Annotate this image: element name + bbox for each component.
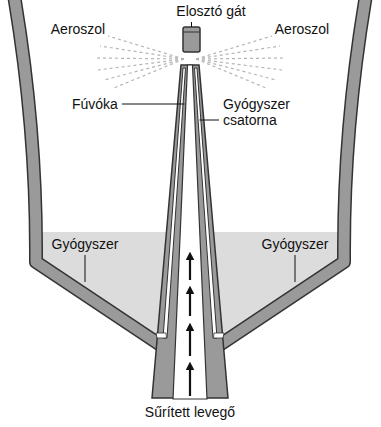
part-label: Gyógyszer <box>262 236 329 252</box>
aerosol-stroke <box>114 59 184 88</box>
part-label: Aeroszol <box>275 21 329 37</box>
distributor-baffle <box>183 27 200 52</box>
aerosol-spray <box>96 36 284 88</box>
aerosol-stroke <box>96 58 184 59</box>
part-label: Aeroszol <box>51 21 105 37</box>
aerosol-stroke <box>104 59 184 80</box>
aerosol-stroke <box>196 59 266 88</box>
part-label: Sűrített levegő <box>145 404 235 420</box>
part-label: Fúvóka <box>72 96 118 112</box>
aerosol-stroke <box>196 36 272 59</box>
aerosol-stroke <box>196 59 276 80</box>
nozzle-body <box>152 65 228 398</box>
air-arrow <box>189 327 191 356</box>
air-channel <box>173 65 207 399</box>
air-flow-arrows <box>190 256 191 396</box>
distributor-baffle <box>183 32 200 33</box>
aerosol-stroke <box>196 58 284 59</box>
leader-line <box>295 255 296 282</box>
leader-line <box>191 22 192 27</box>
channel-inlet <box>156 333 167 338</box>
air-arrow <box>189 290 191 316</box>
air-arrow <box>189 366 191 396</box>
aerosol-stroke <box>100 46 184 59</box>
aerosol-stroke <box>108 36 184 59</box>
channel-inlet <box>214 333 225 338</box>
air-arrow <box>189 256 191 280</box>
aerosol-stroke <box>196 46 280 59</box>
part-label: Gyógyszer <box>52 236 119 252</box>
part-label: Elosztó gát <box>176 3 245 19</box>
part-label: Gyógyszer csatorna <box>223 96 305 128</box>
leader-line <box>85 255 86 282</box>
leader-line <box>200 120 220 121</box>
leader-line <box>122 104 185 105</box>
